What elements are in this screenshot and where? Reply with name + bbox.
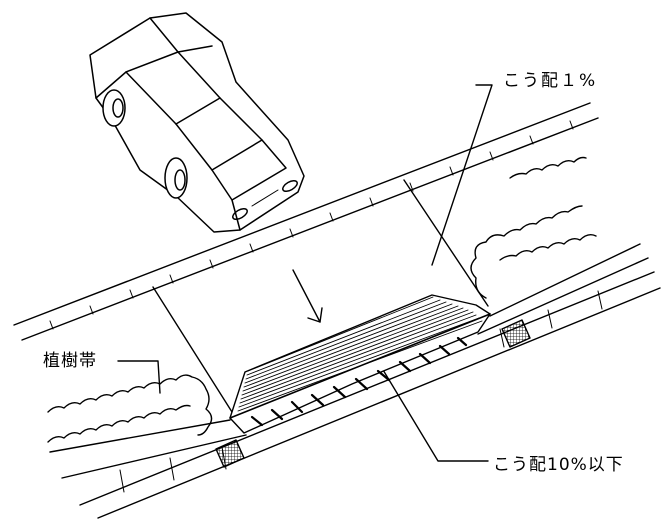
planting-strip-label: 植樹帯 bbox=[43, 351, 97, 371]
upper-curb bbox=[13, 102, 599, 341]
planting-strip-right bbox=[470, 156, 597, 299]
slope-top-label: こう配１% bbox=[503, 71, 598, 91]
lower-curb bbox=[49, 243, 661, 519]
down-arrow-icon bbox=[292, 269, 323, 323]
curb-ramp bbox=[229, 294, 491, 434]
drain-grate-icon bbox=[215, 319, 531, 468]
ramp-edge-left bbox=[152, 286, 233, 413]
ramp-edge-right bbox=[403, 179, 489, 307]
pointer-planting-strip bbox=[117, 360, 161, 394]
planting-strip-left bbox=[47, 374, 213, 443]
pointer-slope-bottom bbox=[367, 344, 489, 462]
slope-bottom-label: こう配10%以下 bbox=[493, 455, 624, 475]
car-illustration bbox=[89, 12, 305, 233]
pointer-slope-top bbox=[431, 84, 493, 266]
